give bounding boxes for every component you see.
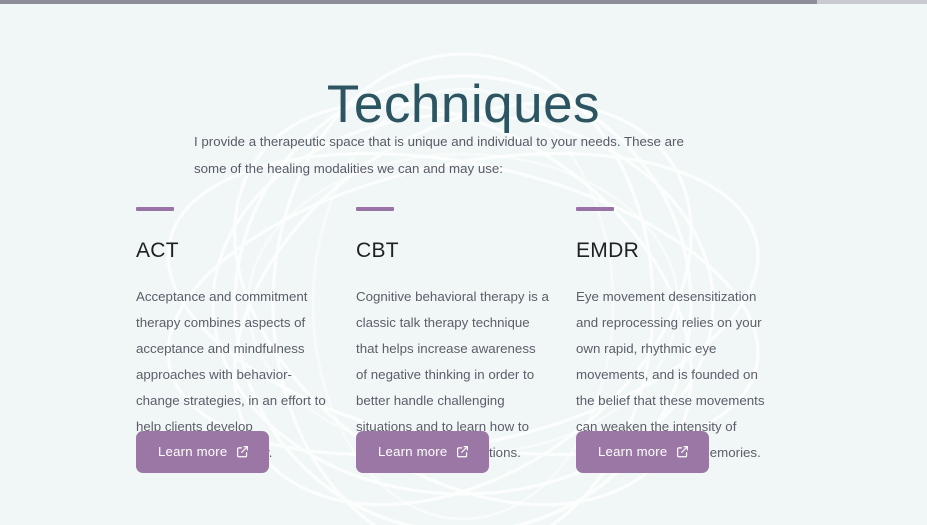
accent-bar	[136, 207, 174, 211]
card-title: CBT	[356, 239, 399, 262]
accent-bar	[356, 207, 394, 211]
card-title: EMDR	[576, 239, 640, 262]
learn-more-button-cbt[interactable]: Learn more	[356, 431, 490, 474]
learn-more-label: Learn more	[598, 444, 668, 459]
learn-more-label: Learn more	[378, 444, 448, 459]
learn-more-label: Learn more	[158, 444, 228, 459]
external-link-icon	[676, 445, 689, 458]
intro-paragraph: I provide a therapeutic space that is un…	[194, 134, 684, 176]
technique-card-emdr: EMDR Eye movement desensitization and re…	[576, 207, 796, 466]
external-link-icon	[236, 445, 249, 458]
browser-chrome-strip	[0, 0, 927, 4]
accent-bar	[576, 207, 614, 211]
learn-more-button-row: Learn more Learn more	[136, 431, 796, 474]
page-canvas: Techniques I provide a therapeutic space…	[0, 4, 927, 525]
technique-card-cbt: CBT Cognitive behavioral therapy is a cl…	[356, 207, 576, 466]
button-slot-emdr: Learn more	[576, 431, 796, 474]
button-slot-cbt: Learn more	[356, 431, 576, 474]
technique-cards: ACT Acceptance and commitment therapy co…	[136, 207, 796, 466]
technique-card-act: ACT Acceptance and commitment therapy co…	[136, 207, 356, 466]
learn-more-button-emdr[interactable]: Learn more	[576, 431, 710, 474]
browser-chrome-strip-right	[817, 0, 927, 4]
page-title: Techniques	[326, 74, 601, 134]
card-title: ACT	[136, 239, 179, 262]
button-slot-act: Learn more	[136, 431, 356, 474]
external-link-icon	[456, 445, 469, 458]
learn-more-button-act[interactable]: Learn more	[136, 431, 270, 474]
